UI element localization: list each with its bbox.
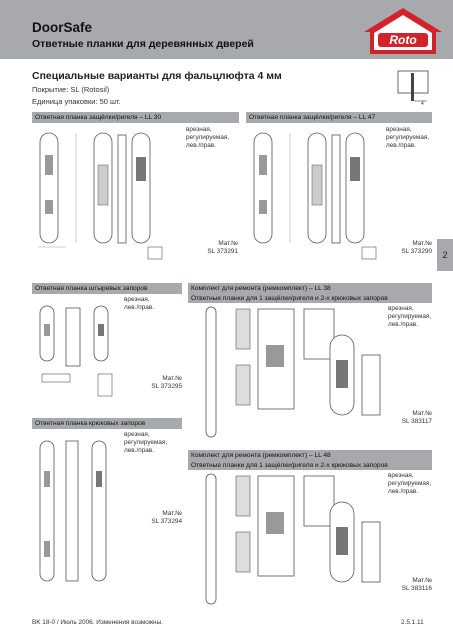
page-title: DoorSafe <box>32 20 93 35</box>
article-label: Мат.№ <box>218 240 238 247</box>
article-kit38: Мат.№ SL 383117 <box>372 410 432 426</box>
description-ll47: врезная, регулируемая, лев./прав. <box>386 126 430 149</box>
header-bar: DoorSafe Ответные планки для деревянных … <box>0 0 453 59</box>
article-label: Мат.№ <box>412 410 432 417</box>
page-subtitle: Ответные планки для деревянных дверей <box>32 38 254 50</box>
article-label: Мат.№ <box>412 240 432 247</box>
article-number: SL 383117 <box>401 418 432 425</box>
description-kit38: врезная, регулируемая, лев./прав. <box>388 305 432 328</box>
article-number: SL 383116 <box>401 585 432 592</box>
article-ll47: Мат.№ SL 373290 <box>372 240 432 256</box>
article-number: SL 373294 <box>151 518 182 525</box>
kit38-title-line2: Ответные планки для 1 защёлки/ригеля и 2… <box>191 294 388 302</box>
article-number: SL 373295 <box>151 383 182 390</box>
intro-title: Специальные варианты для фальцлюфта 4 мм <box>32 70 282 82</box>
article-ll30: Мат.№ SL 373291 <box>180 240 238 256</box>
section-header-pin: Ответная планка штыревых запоров <box>32 283 182 294</box>
kit48-title-line1: Комплект для ремонта (ремкомплект) – LL … <box>191 452 331 459</box>
rebate-gap-icon: 4 <box>397 70 429 106</box>
roto-logo: Roto <box>364 8 442 54</box>
article-label: Мат.№ <box>162 375 182 382</box>
description-pin: врезная, лев./прав. <box>124 296 154 311</box>
section-header-kit38: Комплект для ремонта (ремкомплект) – LL … <box>188 283 432 303</box>
page-number: 2.5.1.11 <box>401 619 424 626</box>
article-label: Мат.№ <box>162 510 182 517</box>
section-header-kit48: Комплект для ремонта (ремкомплект) – LL … <box>188 450 432 470</box>
strike-plate-ll30-drawing <box>38 132 163 260</box>
description-ll30: врезная, регулируемая, лев./прав. <box>186 126 230 149</box>
footer-note: BK 18-0 / Июль 2006. Изменения возможны. <box>32 619 163 626</box>
article-label: Мат.№ <box>412 577 432 584</box>
article-hook: Мат.№ SL 373294 <box>120 510 182 526</box>
description-kit48: врезная, регулируемая, лев./прав. <box>388 472 432 495</box>
section-header-ll47: Ответная планка защёлки/ригеля – LL 47 <box>246 112 432 123</box>
svg-text:4: 4 <box>421 101 424 106</box>
hook-strike-drawing <box>39 440 107 582</box>
kit48-title-line2: Ответные планки для 1 защёлки/ригеля и 2… <box>191 461 388 469</box>
coating-text: Покрытие: SL (Rotosil) <box>32 85 110 94</box>
packaging-text: Единица упаковки: 50 шт. <box>32 97 121 106</box>
logo-text: Roto <box>389 33 416 47</box>
section-header-hook: Ответная планка крюковых запоров <box>32 418 182 429</box>
section-header-ll30: Ответная планка защёлки/ригеля – LL 30 <box>32 112 239 123</box>
strike-plate-ll47-drawing <box>253 132 377 260</box>
chapter-tab: 2 <box>437 239 453 271</box>
article-number: SL 373291 <box>207 248 238 255</box>
kit38-title-line1: Комплект для ремонта (ремкомплект) – LL … <box>191 285 331 292</box>
chapter-number: 2 <box>442 250 448 260</box>
description-hook: врезная, регулируемая, лев./прав. <box>124 431 168 454</box>
pin-strike-drawing <box>39 305 113 397</box>
article-pin: Мат.№ SL 373295 <box>120 375 182 391</box>
article-kit48: Мат.№ SL 383116 <box>372 577 432 593</box>
repair-kit-ll48-drawing <box>205 473 381 605</box>
repair-kit-ll38-drawing <box>205 306 381 438</box>
article-number: SL 373290 <box>401 248 432 255</box>
